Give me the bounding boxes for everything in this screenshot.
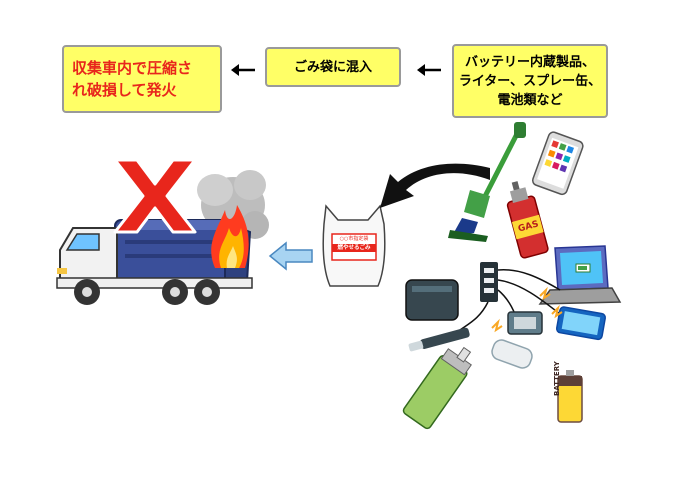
flow-step-fire-line1: 収集車内で圧縮さ bbox=[72, 59, 193, 77]
fire-flame bbox=[211, 205, 249, 268]
flow-arrow-1 bbox=[417, 64, 441, 76]
flow-step-items-line1: バッテリー内蔵製品、 bbox=[464, 54, 595, 70]
dry-battery-icon bbox=[557, 370, 583, 423]
flow-step-items: バッテリー内蔵製品、 ライター、スプレー缶、 電池類など bbox=[452, 44, 608, 118]
cordless-vacuum-icon bbox=[448, 122, 526, 242]
flow-step-fire: 収集車内で圧縮さ れ破損して発火 bbox=[62, 45, 222, 113]
lighter-icon bbox=[402, 346, 472, 430]
flow-step-items-line2: ライター、スプレー缶、 bbox=[458, 73, 602, 89]
battery-label: BATTERY bbox=[553, 361, 561, 396]
smartphone-icon bbox=[531, 131, 584, 196]
spray-can-icon bbox=[506, 181, 549, 259]
garbage-bag-sign-line1: ○○市指定袋 bbox=[339, 236, 369, 242]
wireless-earbuds-case-icon bbox=[491, 339, 533, 369]
flow-step-bag: ごみ袋に混入 bbox=[265, 47, 401, 87]
garbage-truck-illustration bbox=[56, 158, 269, 305]
flow-step-bag-label: ごみ袋に混入 bbox=[293, 59, 372, 75]
flow-arrow-2 bbox=[231, 64, 255, 76]
small-device-icon bbox=[507, 311, 543, 335]
flow-step-fire-line2: れ破損して発火 bbox=[72, 81, 177, 99]
e-cigarette-icon bbox=[408, 327, 470, 352]
flow-step-items-line3: 電池類など bbox=[497, 92, 563, 108]
blue-arrow-icon bbox=[268, 241, 313, 271]
red-cross-mark bbox=[113, 158, 197, 234]
battery-items-illustration bbox=[402, 122, 622, 430]
garbage-bag-illustration bbox=[322, 204, 386, 287]
laptop-icon bbox=[538, 245, 622, 305]
tablet-icon bbox=[555, 306, 607, 341]
curved-arrow-icon bbox=[380, 163, 490, 208]
garbage-bag-sign-line2: 燃やせるごみ bbox=[337, 245, 371, 251]
mobile-battery-icon bbox=[405, 279, 459, 321]
power-strip-icon bbox=[459, 262, 566, 331]
